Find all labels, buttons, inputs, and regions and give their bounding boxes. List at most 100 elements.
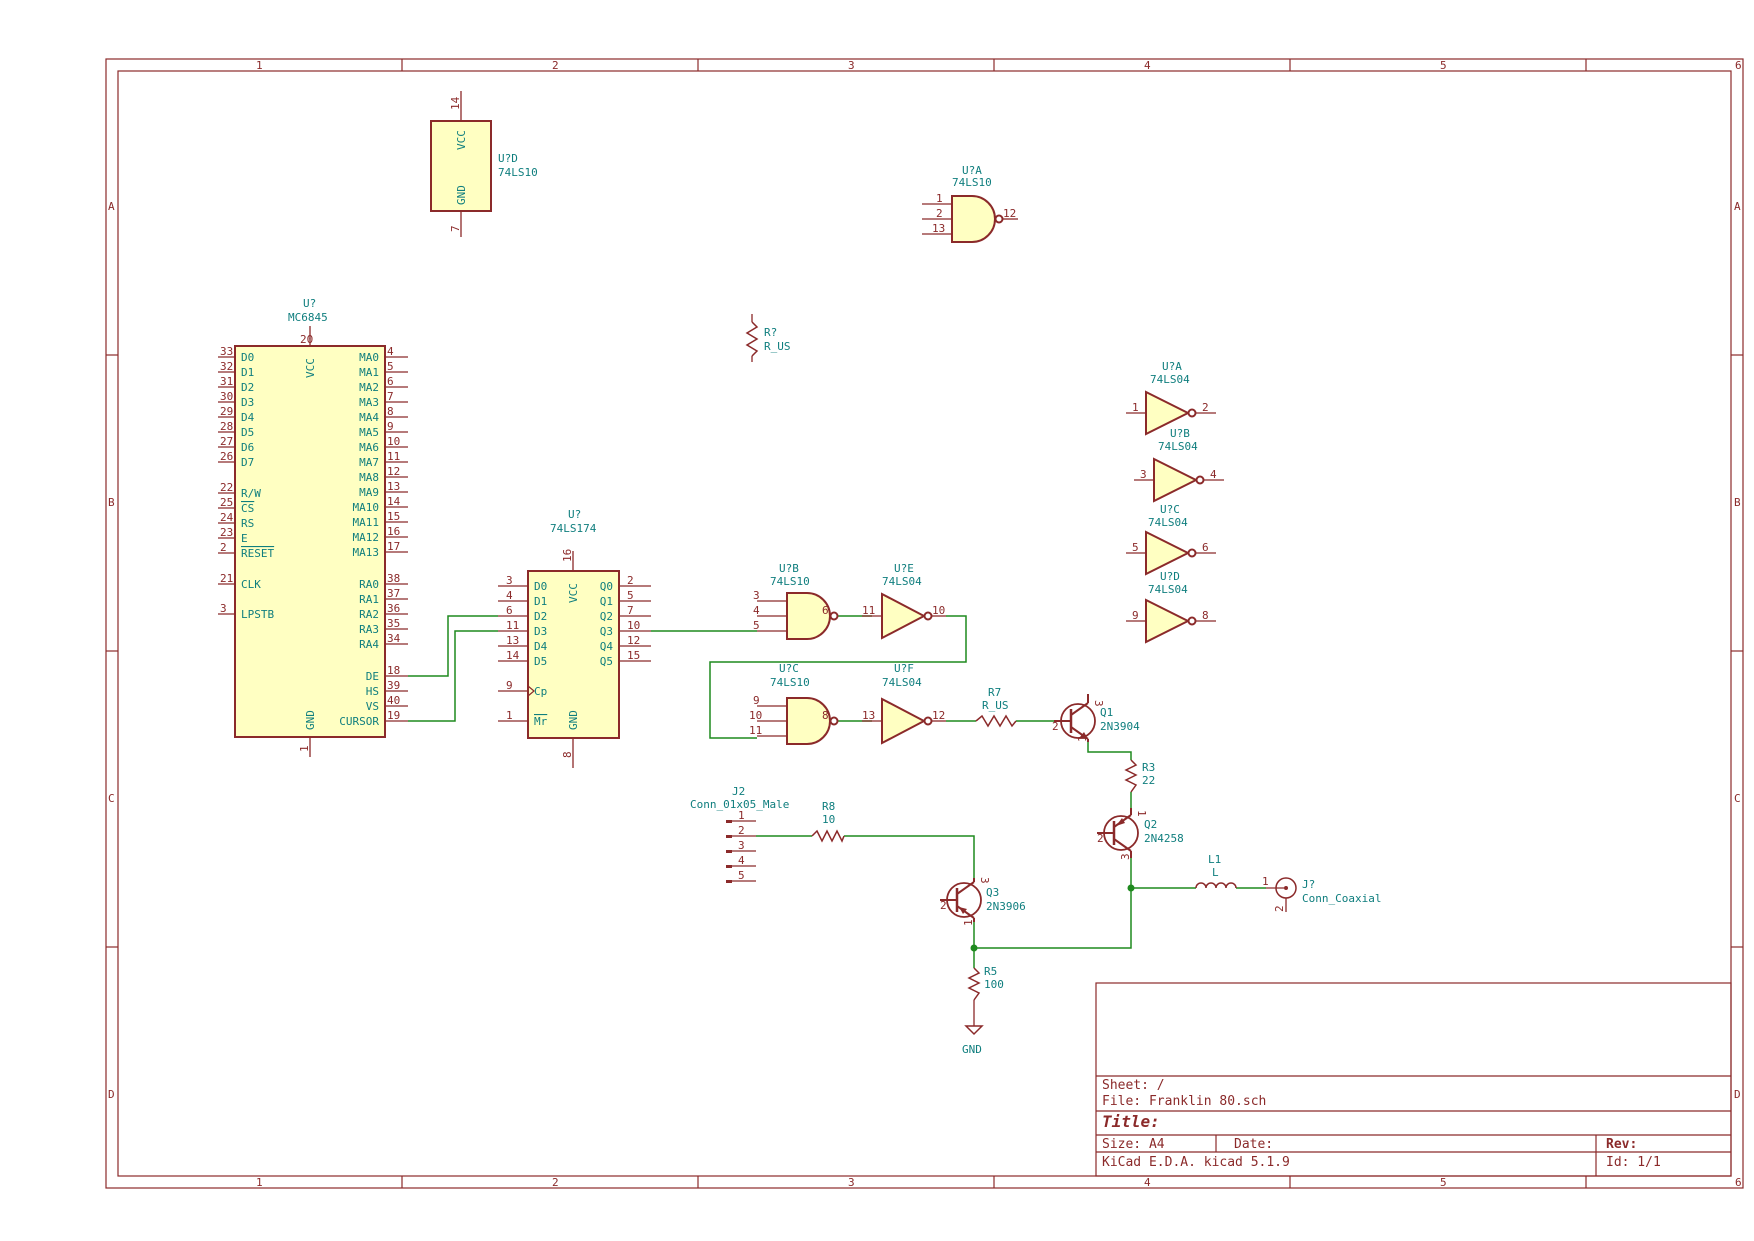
pin-number: 1 [506, 709, 513, 722]
nand-gate-c[interactable]: U?C 74LS10 9 10 11 8 [749, 662, 839, 745]
pin-number: 1 [1076, 735, 1089, 742]
pin-number: 3 [220, 602, 227, 615]
pin-number: 35 [387, 617, 400, 630]
pin-name: D6 [241, 441, 254, 454]
pin-number: 2 [940, 899, 947, 912]
pin-number: 15 [387, 510, 400, 523]
component-value: 74LS10 [952, 176, 992, 189]
pin-number: 2 [1202, 401, 1209, 414]
pin-number: 7 [627, 604, 634, 617]
inverter-e[interactable]: U?E 74LS04 11 10 [862, 562, 946, 640]
pin-name: Q2 [600, 610, 613, 623]
pin-number: 11 [862, 604, 875, 617]
power-unit-74ls10[interactable]: 14 VCC GND 7 U?D 74LS10 [430, 91, 538, 237]
frame-col-top: 5 [1440, 59, 1447, 72]
frame-row-right: B [1734, 496, 1741, 509]
coaxial-connector[interactable]: 1 2 J? Conn_Coaxial [1262, 875, 1381, 912]
component-ref: R3 [1142, 761, 1155, 774]
inverter-b[interactable]: U?B 74LS04 3 4 [1134, 427, 1224, 503]
pin-number: 7 [449, 225, 462, 232]
pin-number: 3 [506, 574, 513, 587]
transistor-q3[interactable]: 2 3 1 Q3 2N3906 [940, 877, 1026, 926]
component-value: 10 [822, 813, 835, 826]
nand-gate-a[interactable]: 1 2 13 12 U?A 74LS10 [922, 164, 1018, 243]
pin-number: 4 [506, 589, 513, 602]
component-value: 22 [1142, 774, 1155, 787]
inductor-l1[interactable]: L1 L [1195, 853, 1237, 889]
pin-name: RA3 [359, 623, 379, 636]
frame-col-bottom: 3 [848, 1176, 855, 1189]
pin-number: 28 [220, 420, 233, 433]
title-block: Sheet: / File: Franklin 80.sch Title: Si… [1095, 982, 1732, 1177]
inverter-a[interactable]: U?A 74LS04 1 2 [1126, 360, 1216, 436]
component-value: 74LS04 [882, 575, 922, 588]
component-value: 2N4258 [1144, 832, 1184, 845]
pin-number: 1 [1262, 875, 1269, 888]
pin-number: 12 [932, 709, 945, 722]
pin-name: Q5 [600, 655, 613, 668]
component-ref: Q2 [1144, 818, 1157, 831]
pin-name: CURSOR [339, 715, 379, 728]
frame-col-top: 6 [1735, 59, 1742, 72]
pin-name: D2 [534, 610, 547, 623]
pin-number: 27 [220, 435, 233, 448]
pin-name: HS [366, 685, 379, 698]
pin-number: 11 [749, 724, 762, 737]
resistor-r3[interactable]: R3 22 [1124, 759, 1155, 793]
pin-name: MA3 [359, 396, 379, 409]
resistor-r7[interactable]: R7 R_US [975, 686, 1017, 728]
pin-name: GND [455, 185, 468, 205]
resistor-unplaced[interactable]: R? R_US [745, 314, 791, 362]
pin-number: 26 [220, 450, 233, 463]
pin-number: 5 [627, 589, 634, 602]
inverter-c[interactable]: U?C 74LS04 5 6 [1126, 503, 1216, 576]
resistor-r8[interactable]: R8 10 [811, 800, 845, 843]
pin-number: 14 [387, 495, 401, 508]
transistor-q1[interactable]: 2 3 1 Q1 2N3904 [1052, 694, 1140, 742]
component-ref: L1 [1208, 853, 1221, 866]
pin-number: 4 [1210, 468, 1217, 481]
transistor-q2[interactable]: 2 1 3 Q2 2N4258 [1097, 808, 1184, 860]
pin-number: 1 [738, 809, 745, 822]
pin-number: 3 [753, 589, 760, 602]
frame-row-left: D [108, 1088, 115, 1101]
component-ref: Q1 [1100, 706, 1113, 719]
component-value: R_US [982, 699, 1009, 712]
resistor-r5[interactable]: R5 100 [967, 965, 1004, 1026]
pin-number: 2 [738, 824, 745, 837]
inverter-d[interactable]: U?D 74LS04 9 8 [1126, 570, 1216, 644]
pin-number: 40 [387, 694, 400, 707]
pin-name: MA6 [359, 441, 379, 454]
nand-gate-b[interactable]: U?B 74LS10 3 4 5 6 [753, 562, 839, 640]
pin-number: 5 [738, 869, 745, 882]
component-value: 74LS174 [550, 522, 597, 535]
component-ref: R5 [984, 965, 997, 978]
pin-number: 15 [627, 649, 640, 662]
ground-symbol[interactable]: GND [962, 1025, 984, 1056]
frame-col-bottom: 1 [256, 1176, 263, 1189]
pin-number: 18 [387, 664, 400, 677]
component-value: 74LS04 [1148, 583, 1188, 596]
pin-number: 10 [749, 709, 762, 722]
pin-name: VCC [455, 130, 468, 150]
pin-number: 33 [220, 345, 233, 358]
frame-col-top: 4 [1144, 59, 1151, 72]
pin-number: 12 [387, 465, 400, 478]
pin-name: D4 [534, 640, 548, 653]
tb-sheet: Sheet: / [1102, 1078, 1165, 1093]
pin-name: RA4 [359, 638, 379, 651]
mc6845-right-pins: 4MA05MA16MA27MA38MA49MA510MA611MA712MA81… [339, 345, 408, 728]
pin-number: 39 [387, 679, 400, 692]
pin-name: VS [366, 700, 379, 713]
pin-number: 1 [962, 919, 975, 926]
pin-number: 6 [1202, 541, 1209, 554]
inverter-f[interactable]: U?F 74LS04 13 12 [862, 662, 946, 745]
frame-col-top: 2 [552, 59, 559, 72]
component-value: 74LS10 [770, 676, 810, 689]
